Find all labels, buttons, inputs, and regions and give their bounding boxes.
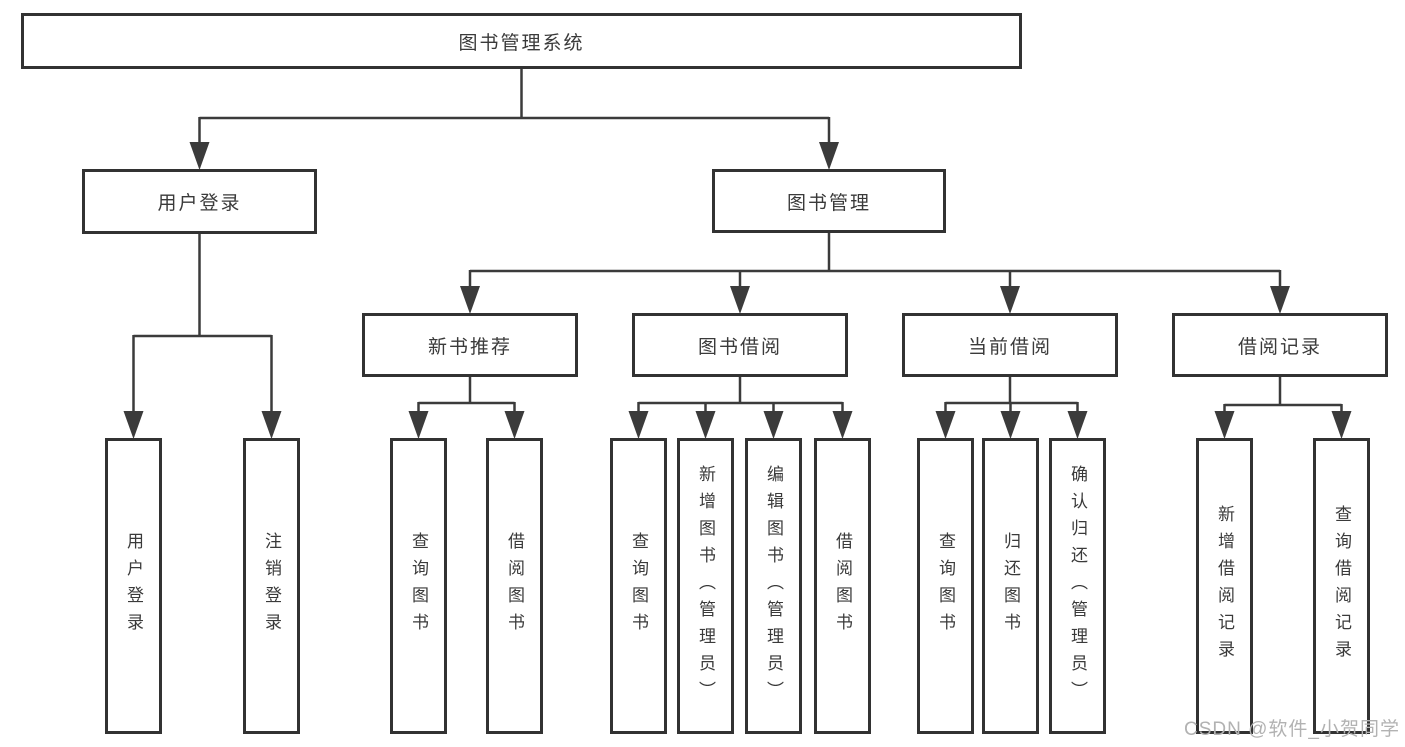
down-arrow-icon	[1214, 411, 1235, 439]
leaf-query-books-2-label: 查询图书	[629, 532, 648, 640]
arrow-heads	[123, 142, 1352, 439]
leaf-borrow-books-2: 借阅图书	[814, 438, 871, 734]
node-book-management: 图书管理	[712, 169, 946, 233]
node-root-label: 图书管理系统	[458, 32, 585, 54]
leaf-add-borrow-record-label: 新增借阅记录	[1215, 505, 1234, 667]
tree-edges	[132, 69, 1343, 413]
down-arrow-icon	[832, 411, 853, 439]
leaf-add-books-admin-label: 新增图书（管理员）	[696, 464, 715, 708]
node-root: 图书管理系统	[21, 13, 1022, 69]
down-arrow-icon	[1270, 286, 1290, 314]
node-new-book-recommend-label: 新书推荐	[427, 336, 512, 358]
leaf-query-borrow-record: 查询借阅记录	[1313, 438, 1370, 734]
node-book-management-label: 图书管理	[786, 192, 871, 214]
leaf-query-books-2: 查询图书	[610, 438, 667, 734]
down-arrow-icon	[1000, 286, 1020, 314]
node-book-borrow-label: 图书借阅	[697, 336, 782, 358]
node-user-login: 用户登录	[82, 169, 317, 234]
node-borrow-records: 借阅记录	[1172, 313, 1388, 377]
leaf-query-books-3-label: 查询图书	[936, 532, 955, 640]
node-book-borrow: 图书借阅	[632, 313, 848, 377]
node-new-book-recommend: 新书推荐	[362, 313, 578, 377]
watermark: CSDN @软件_小贺同学	[1184, 719, 1400, 740]
down-arrow-icon	[408, 411, 429, 439]
leaf-borrow-books-2-label: 借阅图书	[833, 532, 852, 640]
down-arrow-icon	[730, 286, 750, 314]
node-current-borrow-label: 当前借阅	[967, 336, 1052, 358]
down-arrow-icon	[763, 411, 784, 439]
down-arrow-icon	[695, 411, 716, 439]
leaf-confirm-return-admin: 确认归还（管理员）	[1049, 438, 1106, 734]
down-arrow-icon	[628, 411, 649, 439]
leaf-add-borrow-record: 新增借阅记录	[1196, 438, 1253, 734]
down-arrow-icon	[1000, 411, 1021, 439]
down-arrow-icon	[189, 142, 210, 170]
leaf-query-books-1: 查询图书	[390, 438, 447, 734]
down-arrow-icon	[504, 411, 525, 439]
leaf-user-login-label: 用户登录	[124, 532, 143, 640]
down-arrow-icon	[1067, 411, 1088, 439]
down-arrow-icon	[123, 411, 144, 439]
leaf-logout-label: 注销登录	[262, 532, 281, 640]
down-arrow-icon	[935, 411, 956, 439]
leaf-return-books: 归还图书	[982, 438, 1039, 734]
leaf-confirm-return-admin-label: 确认归还（管理员）	[1068, 464, 1087, 708]
leaf-edit-books-admin-label: 编辑图书（管理员）	[764, 464, 783, 708]
down-arrow-icon	[1331, 411, 1352, 439]
leaf-query-books-3: 查询图书	[917, 438, 974, 734]
node-borrow-records-label: 借阅记录	[1237, 336, 1322, 358]
leaf-logout: 注销登录	[243, 438, 300, 734]
leaf-borrow-books-1-label: 借阅图书	[505, 532, 524, 640]
leaf-user-login: 用户登录	[105, 438, 162, 734]
down-arrow-icon	[261, 411, 282, 439]
leaf-borrow-books-1: 借阅图书	[486, 438, 543, 734]
down-arrow-icon	[819, 142, 839, 170]
down-arrow-icon	[460, 286, 480, 314]
node-current-borrow: 当前借阅	[902, 313, 1118, 377]
leaf-return-books-label: 归还图书	[1001, 532, 1020, 640]
leaf-add-books-admin: 新增图书（管理员）	[677, 438, 734, 734]
leaf-edit-books-admin: 编辑图书（管理员）	[745, 438, 802, 734]
leaf-query-borrow-record-label: 查询借阅记录	[1332, 505, 1351, 667]
node-user-login-label: 用户登录	[157, 193, 242, 214]
leaf-query-books-1-label: 查询图书	[409, 532, 428, 640]
